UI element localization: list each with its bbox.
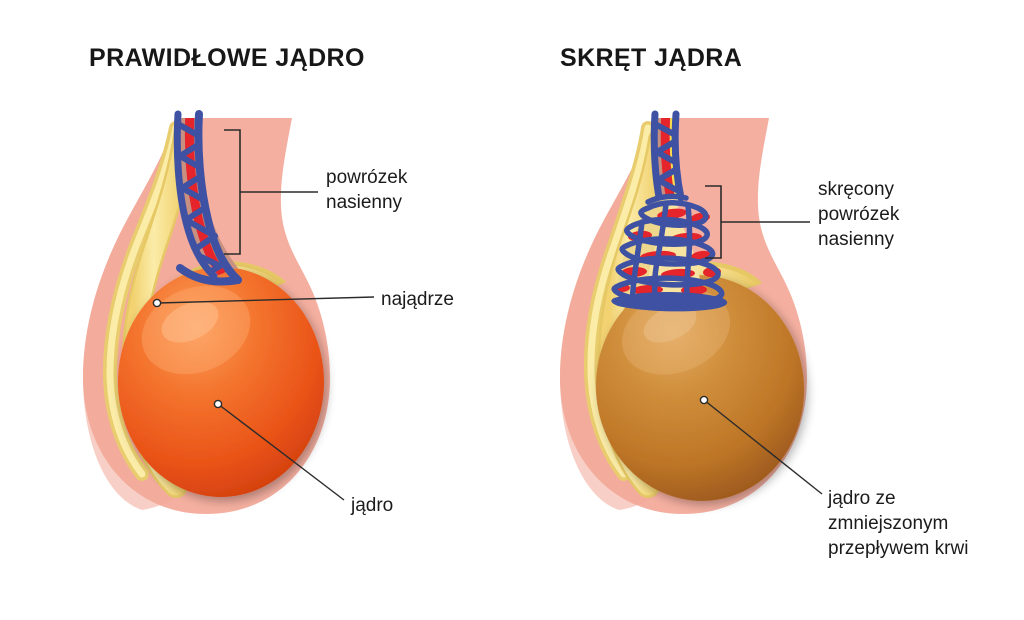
testicle-normal-highlight [161, 301, 219, 343]
cord-edge-vein-inner-left [173, 110, 218, 280]
panel-title-normal: PRAWIDŁOWE JĄDRO [89, 44, 365, 72]
epididymis-leader-left [152, 296, 375, 308]
testicle-torsion [595, 275, 805, 501]
testicle-torsion-sheen [621, 289, 731, 375]
cord-bracket-right [705, 185, 810, 259]
cord-edge-vein-outer-left [194, 110, 242, 284]
label-spermatic-cord-normal: powrózek nasienny [326, 167, 408, 213]
testicle-normal-sheen [141, 285, 251, 375]
label-epididymis: najądrze [381, 289, 454, 310]
spermatic-cord-upper-right [650, 110, 687, 206]
twisted-cord [611, 193, 728, 312]
cord-edge-vein-right-b [671, 110, 685, 202]
spermatic-cord-normal [173, 110, 242, 286]
twisted-cord-collar [611, 292, 728, 312]
testicle-leader-right [699, 395, 823, 495]
panel-normal-artwork [83, 110, 375, 514]
label-twisted-spermatic-cord: skręcony powrózek nasienny [818, 179, 900, 250]
cord-bracket-left [224, 129, 318, 255]
testicle-torsion-highlight [643, 305, 697, 343]
label-testicle-normal: jądro [351, 495, 394, 516]
cord-edge-vein-right-a [650, 110, 664, 206]
panel-torsion-artwork [560, 110, 823, 514]
panel-title-torsion: SKRĘT JĄDRA [560, 44, 743, 72]
vas-deferens-highlight-left [106, 124, 180, 478]
cord-foot-vein-left [176, 264, 242, 286]
testicle-leader-left [213, 399, 345, 501]
testicle-normal [118, 267, 324, 497]
vas-deferens-highlight-right [587, 124, 652, 478]
label-testicle-reduced-blood-flow: jądro ze zmniejszonym przepływem krwi [828, 488, 969, 559]
